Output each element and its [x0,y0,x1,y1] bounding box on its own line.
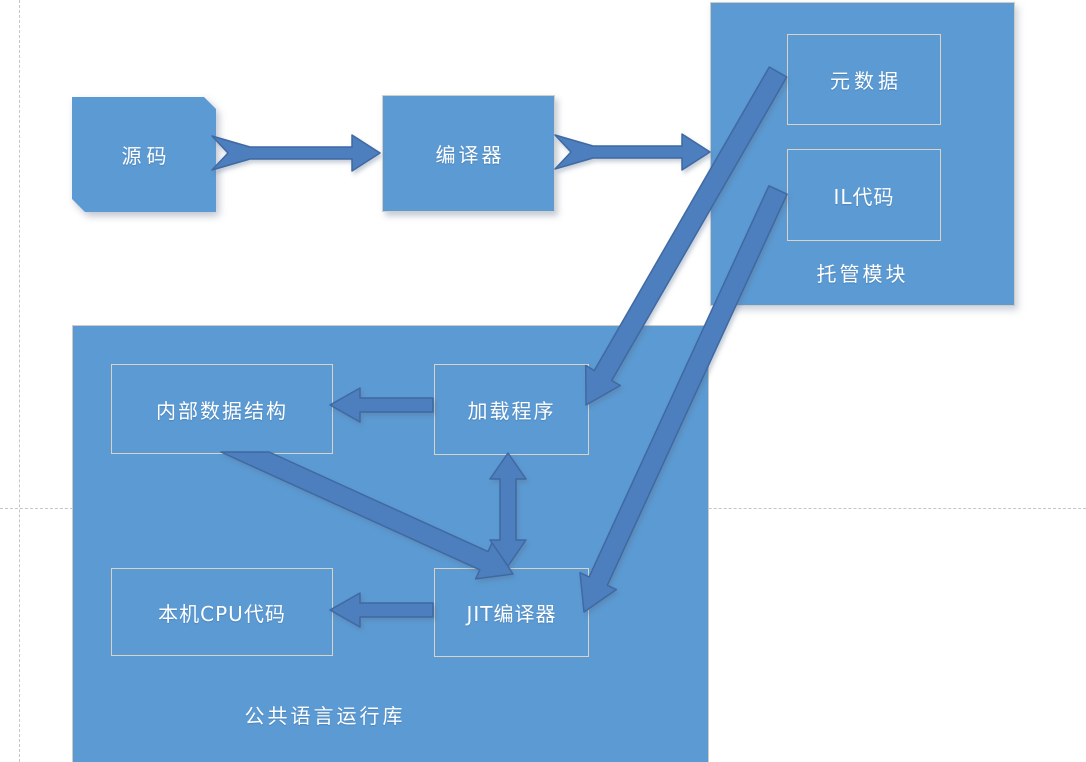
managed-module-label: 托管模块 [816,262,909,286]
node-il-code-label: IL代码 [833,184,895,209]
node-managed-module: 元数据 IL代码 托管模块 [710,2,1015,306]
node-jit-compiler: JIT编译器 [434,568,589,657]
node-metadata-label: 元数据 [830,69,902,93]
node-compiler-label: 编译器 [435,143,505,167]
node-loader: 加载程序 [434,364,589,455]
arrow-compiler-to-managed-module [554,133,711,171]
node-native-cpu-code-label: 本机CPU代码 [158,601,286,626]
node-internal-data-structures-label: 内部数据结构 [156,398,288,423]
node-source-code: 源码 [72,97,216,212]
arrow-source-to-compiler [211,134,381,172]
node-source-code-label: 源码 [121,144,172,168]
node-clr: 内部数据结构 加载程序 本机CPU代码 JIT编译器 公共语言运行库 [72,325,709,762]
node-il-code: IL代码 [787,149,941,241]
node-compiler: 编译器 [382,95,555,212]
node-loader-label: 加载程序 [467,399,556,423]
node-internal-data-structures: 内部数据结构 [111,364,333,454]
node-jit-compiler-label: JIT编译器 [466,602,557,626]
node-metadata: 元数据 [787,34,941,125]
clr-label: 公共语言运行库 [244,704,406,728]
node-native-cpu-code: 本机CPU代码 [111,568,333,656]
vertical-guide-line [19,0,20,762]
